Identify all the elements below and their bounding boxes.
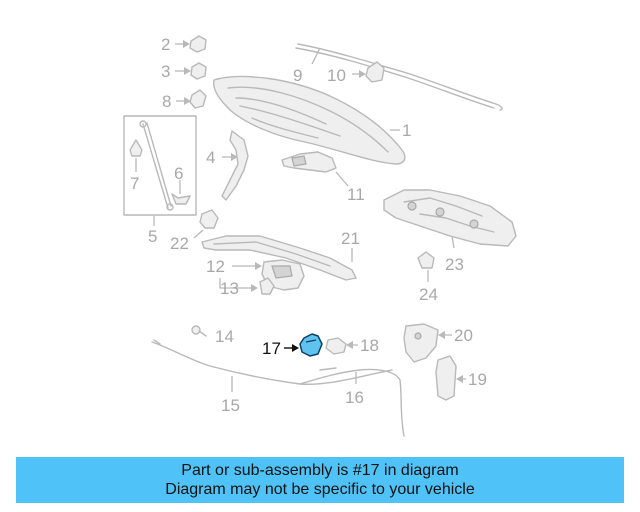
part-3-bumper[interactable]: 3 [161,62,207,81]
part-17-handle[interactable]: 17 [262,333,323,358]
part-19-handle[interactable]: 19 [435,355,487,401]
callout-19: 19 [468,370,487,389]
callout-7: 7 [130,174,139,193]
part-7-bracket[interactable]: 7 [129,139,143,193]
part-18-cable-end[interactable]: 18 [325,336,379,355]
part-13-bolt[interactable]: 13 [219,277,275,298]
callout-5: 5 [148,227,157,246]
part-14-clip[interactable]: 14 [191,325,234,346]
callout-13: 13 [220,279,239,298]
callout-17: 17 [262,339,281,358]
callout-20: 20 [454,326,473,345]
part-11-hinge[interactable]: 11 [281,151,365,204]
part-6-bracket[interactable]: 6 [171,164,191,205]
part-2-bumper[interactable]: 2 [161,35,207,54]
callout-10: 10 [327,66,346,85]
callout-3: 3 [161,62,170,81]
part-16-cable[interactable]: 16 [299,367,405,437]
callout-16: 16 [345,388,364,407]
callout-4: 4 [206,148,215,167]
part-4-hinge[interactable]: 4 [206,130,249,201]
part-20-bracket[interactable]: 20 [403,323,473,363]
info-line-part: Part or sub-assembly is #17 in diagram [181,462,459,479]
callout-15: 15 [221,396,240,415]
callout-24: 24 [419,285,438,304]
callout-18: 18 [360,336,379,355]
part-15-cable[interactable]: 15 [151,339,393,415]
part-9-seal[interactable]: 9 [293,43,503,111]
part-5-hood-support[interactable]: 5 [123,115,197,246]
callout-12: 12 [206,257,225,276]
part-22-bumper[interactable]: 22 [170,209,219,253]
callout-21: 21 [341,229,360,248]
info-line-disclaimer: Diagram may not be specific to your vehi… [165,481,475,498]
callout-2: 2 [161,35,170,54]
callout-11: 11 [347,185,365,204]
callout-23: 23 [445,255,464,274]
part-23-insulator[interactable]: 23 [383,189,517,274]
callout-14: 14 [215,327,234,346]
part-12-latch[interactable]: 12 [206,257,305,291]
callout-8: 8 [162,92,171,111]
part-8-clip[interactable]: 8 [162,89,207,111]
callout-22: 22 [170,234,189,253]
part-1-hood[interactable]: 1 [213,75,412,165]
parts-diagram: 2 3 8 5 7 6 4 [123,35,517,437]
callout-9: 9 [293,66,302,85]
part-10-bumper[interactable]: 10 [327,61,385,85]
part-24-bumper[interactable]: 24 [417,251,438,304]
callout-6: 6 [174,164,183,183]
part-21-support[interactable]: 21 [201,229,360,281]
info-bar: Part or sub-assembly is #17 in diagram D… [16,457,624,503]
callout-1: 1 [402,121,411,140]
